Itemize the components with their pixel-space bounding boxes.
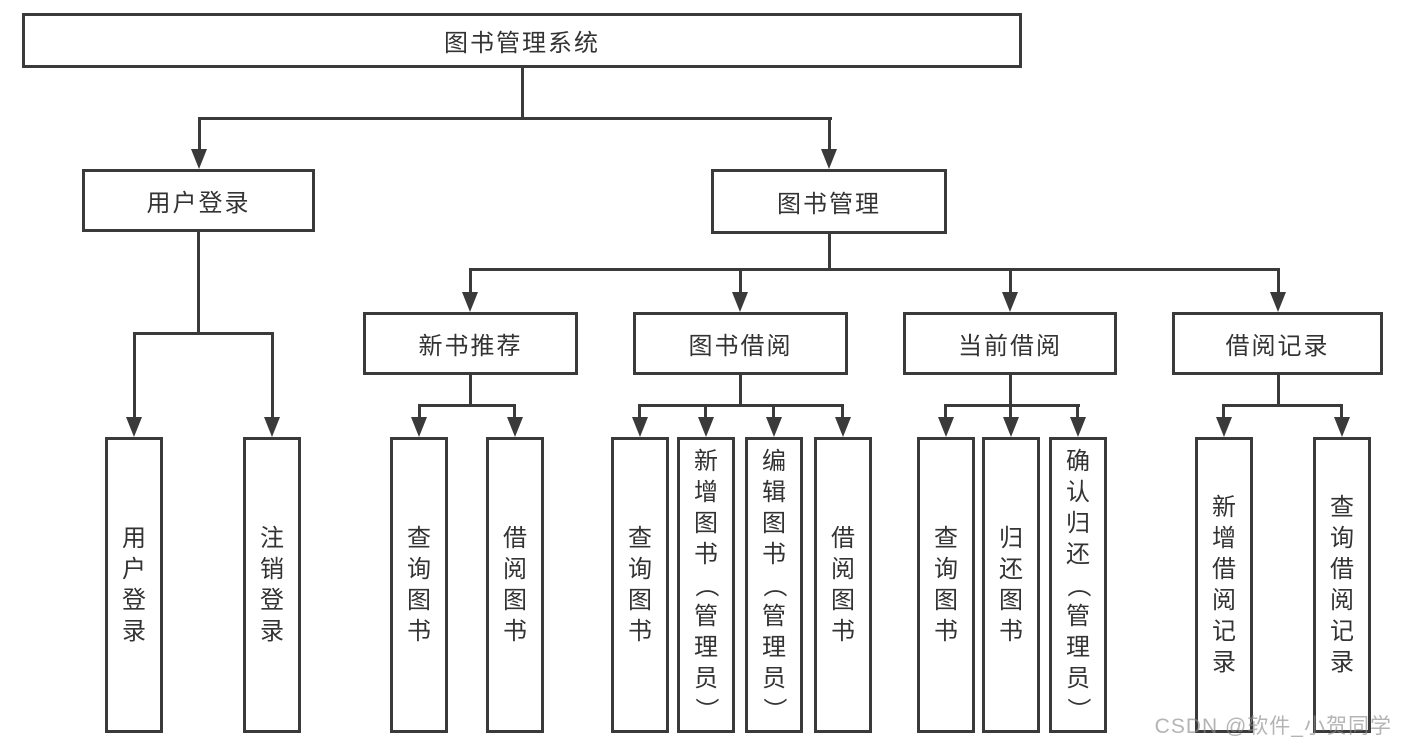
leaf-logout: 注销登录: [243, 437, 301, 733]
arrow-down-icon: [264, 417, 280, 437]
connector-line: [133, 332, 274, 335]
arrow-down-icon: [1003, 417, 1019, 437]
connector-line: [638, 404, 641, 418]
leaf-current-return-books: 归还图书: [982, 437, 1040, 733]
connector-line: [944, 404, 1080, 407]
connector-line: [841, 404, 844, 418]
arrow-down-icon: [1334, 417, 1350, 437]
connector-line: [638, 404, 844, 407]
leaf-records-query-record: 查询借阅记录: [1313, 437, 1371, 733]
connector-line: [739, 375, 742, 406]
node-root-label: 图书管理系统: [444, 30, 600, 57]
connector-line: [1009, 268, 1012, 294]
leaf-borrow-query-books: 查询图书: [611, 437, 669, 733]
arrow-down-icon: [732, 292, 748, 312]
arrow-down-icon: [938, 417, 954, 437]
connector-line: [469, 268, 1280, 271]
node-new-book-recommend-label: 新书推荐: [418, 333, 523, 360]
connector-line: [1076, 404, 1079, 418]
leaf-user-login: 用户登录: [105, 437, 163, 733]
arrow-down-icon: [698, 417, 714, 437]
arrow-down-icon: [1070, 417, 1086, 437]
node-current-borrow: 当前借阅: [903, 312, 1117, 375]
leaf-current-confirm-return-admin: 确认归还（管理员）: [1049, 437, 1107, 733]
node-book-borrow: 图书借阅: [633, 312, 848, 375]
connector-line: [198, 117, 832, 120]
connector-line: [513, 404, 516, 418]
node-borrow-records-label: 借阅记录: [1225, 333, 1330, 360]
node-current-borrow-label: 当前借阅: [958, 333, 1062, 360]
connector-line: [271, 332, 274, 418]
arrow-down-icon: [835, 417, 851, 437]
leaf-newbooks-query-books: 查询图书: [390, 437, 448, 733]
connector-line: [1222, 404, 1343, 407]
leaf-borrow-edit-books-admin: 编辑图书（管理员）: [745, 437, 803, 733]
connector-line: [521, 68, 524, 119]
leaf-borrow-add-books-admin: 新增图书（管理员）: [677, 437, 735, 733]
connector-line: [469, 268, 472, 294]
arrow-down-icon: [411, 417, 427, 437]
connector-line: [828, 117, 831, 151]
node-user-login: 用户登录: [82, 169, 315, 232]
connector-line: [772, 404, 775, 418]
connector-line: [704, 404, 707, 418]
connector-line: [1277, 268, 1280, 294]
leaf-current-query-books: 查询图书: [917, 437, 975, 733]
node-book-management-label: 图书管理: [777, 191, 881, 218]
connector-line: [1222, 404, 1225, 418]
csdn-watermark: CSDN @软件_小贺同学: [1154, 715, 1392, 738]
arrow-down-icon: [1270, 292, 1286, 312]
arrow-down-icon: [1216, 417, 1232, 437]
connector-line: [828, 234, 831, 271]
node-book-borrow-label: 图书借阅: [688, 333, 793, 360]
arrow-down-icon: [766, 417, 782, 437]
node-book-management: 图书管理: [711, 169, 947, 234]
connector-line: [469, 375, 472, 406]
leaf-borrow-borrow-books: 借阅图书: [814, 437, 872, 733]
connector-line: [1009, 404, 1012, 418]
arrow-down-icon: [1002, 292, 1018, 312]
connector-line: [1277, 375, 1280, 406]
arrow-down-icon: [191, 149, 207, 169]
arrow-down-icon: [507, 417, 523, 437]
connector-line: [418, 404, 516, 407]
node-borrow-records: 借阅记录: [1172, 312, 1383, 375]
node-user-login-label: 用户登录: [146, 190, 251, 217]
connector-line: [1340, 404, 1343, 418]
node-new-book-recommend: 新书推荐: [363, 312, 578, 375]
connector-line: [197, 232, 200, 334]
leaf-newbooks-borrow-books: 借阅图书: [486, 437, 544, 733]
arrow-down-icon: [821, 149, 837, 169]
connector-line: [1009, 375, 1012, 406]
connector-line: [418, 404, 421, 418]
arrow-down-icon: [126, 417, 142, 437]
connector-line: [739, 268, 742, 294]
connector-line: [133, 332, 136, 418]
arrow-down-icon: [632, 417, 648, 437]
node-root: 图书管理系统: [22, 13, 1022, 68]
leaf-records-add-record: 新增借阅记录: [1195, 437, 1253, 733]
arrow-down-icon: [462, 292, 478, 312]
connector-line: [944, 404, 947, 418]
connector-line: [198, 117, 201, 151]
